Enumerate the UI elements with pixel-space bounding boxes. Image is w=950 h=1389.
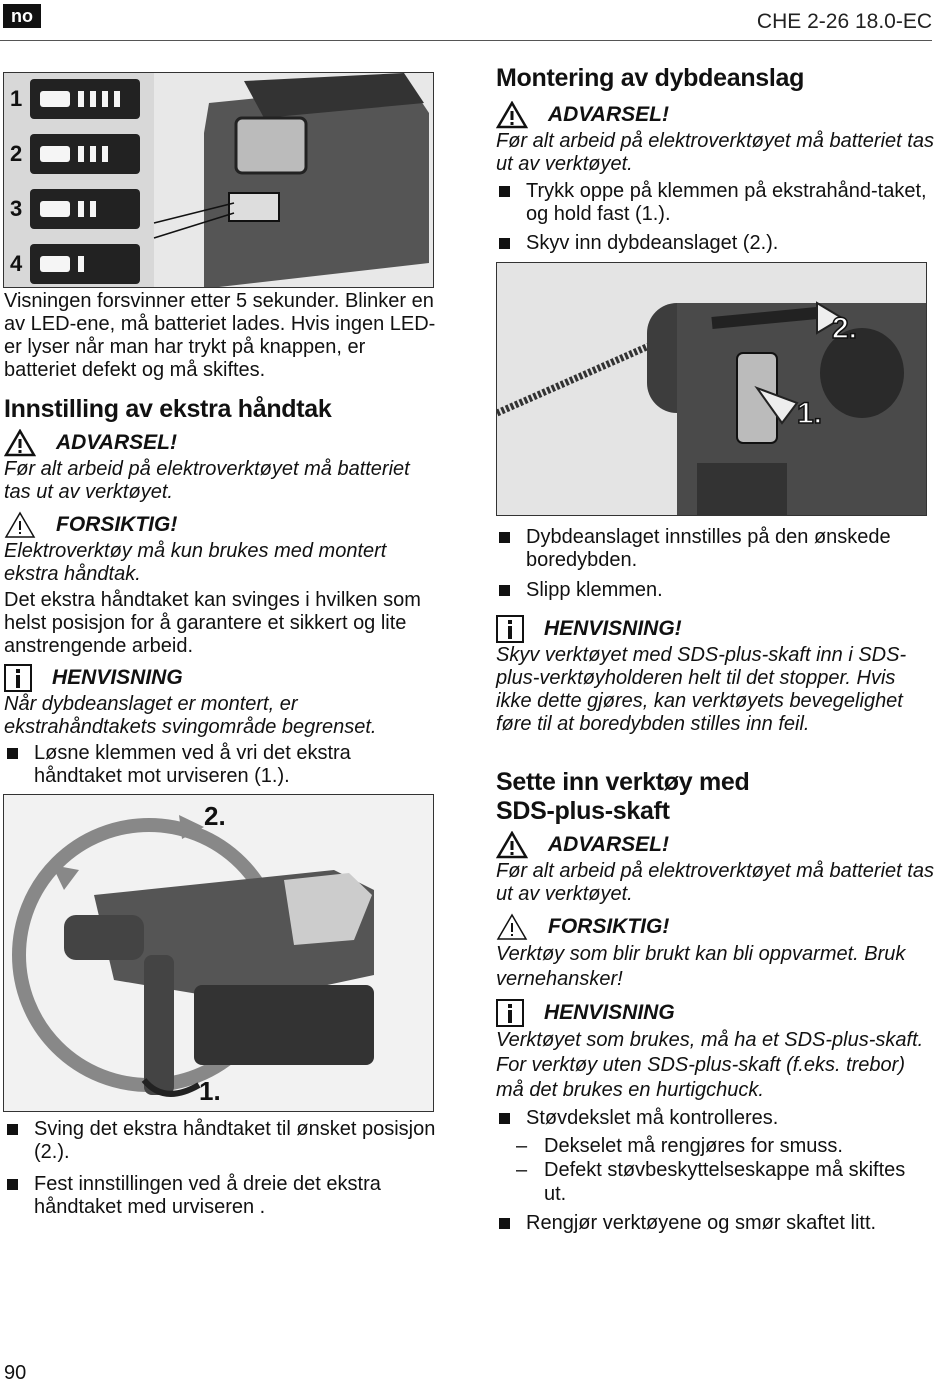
warning-text: Før alt arbeid på elektroverktøyet må ba… xyxy=(4,458,410,503)
handle-paragraph: Det ekstra håndtaket kan svinges i hvilk… xyxy=(4,589,421,657)
warning-icon xyxy=(496,831,528,859)
warning-label: ADVARSEL! xyxy=(548,103,669,126)
caution-label: FORSIKTIG! xyxy=(548,915,670,938)
bullet-marker xyxy=(499,186,510,197)
section-title-sds: Sette inn verktøy med SDS-plus-skaft xyxy=(496,768,750,825)
step-2-label: 2. xyxy=(204,801,226,831)
header-rule xyxy=(0,40,932,41)
warning-text: Før alt arbeid på elektroverktøyet må ba… xyxy=(496,130,934,175)
warning-icon xyxy=(496,101,528,129)
warning-text: Før alt arbeid på elektroverktøyet må ba… xyxy=(496,860,934,905)
note-label: HENVISNING! xyxy=(544,617,682,640)
step-1-label: 1. xyxy=(797,397,822,430)
bullet-marker xyxy=(7,1124,18,1135)
note-text: Skyv verktøyet med SDS-plus-skaft inn i … xyxy=(496,644,907,735)
info-icon xyxy=(4,664,32,692)
bullet-release-clamp: Slipp klemmen. xyxy=(526,579,663,601)
dash-marker: – xyxy=(516,1135,528,1157)
warning-icon xyxy=(4,429,36,457)
bullet-marker xyxy=(499,1218,510,1229)
step-2-label: 2. xyxy=(832,312,857,345)
bullet-marker xyxy=(499,532,510,543)
label-3: 3 xyxy=(10,196,22,221)
display-text: Visningen forsvinner etter 5 sekunder. B… xyxy=(4,290,436,381)
page-number: 90 xyxy=(4,1362,27,1384)
caution-text: Verktøy som blir brukt kan bli oppvarmet… xyxy=(496,943,906,990)
bullet-marker xyxy=(7,1179,18,1190)
depth-stop-figure: 2. 1. xyxy=(496,262,927,516)
caution-label: FORSIKTIG! xyxy=(56,513,178,536)
label-1: 1 xyxy=(10,86,22,111)
note-text: Verktøyet som brukes, må ha et SDS-plus-… xyxy=(496,1029,924,1101)
bullet-check-dust-cap: Støvdekslet må kontrolleres. xyxy=(526,1107,779,1129)
bullet-fix: Fest innstillingen ved å dreie det ekstr… xyxy=(34,1173,381,1218)
bullet-marker xyxy=(499,1113,510,1124)
caution-text: Elektroverktøy må kun brukes med montert… xyxy=(4,540,387,585)
dash-clean: Dekselet må rengjøres for smuss. xyxy=(544,1135,843,1157)
bullet-insert-depth-stop: Skyv inn dybdeanslaget (2.). xyxy=(526,232,779,254)
section-title-handle: Innstilling av ekstra håndtak xyxy=(4,395,332,423)
note-text: Når dybdeanslaget er montert, er ekstrah… xyxy=(4,693,377,738)
info-icon xyxy=(496,615,524,643)
warning-label: ADVARSEL! xyxy=(548,833,669,856)
bullet-swing: Sving det ekstra håndtaket til ønsket po… xyxy=(34,1118,436,1163)
step-1-label: 1. xyxy=(199,1076,221,1106)
note-label: HENVISNING xyxy=(52,666,183,689)
language-tag: no xyxy=(3,4,41,28)
handle-rotation-figure: 2. 1. xyxy=(3,794,434,1112)
caution-icon xyxy=(496,913,528,940)
note-label: HENVISNING xyxy=(544,1001,675,1024)
bullet-marker xyxy=(499,238,510,249)
label-4: 4 xyxy=(10,251,23,276)
info-icon xyxy=(496,999,524,1027)
dash-marker: – xyxy=(516,1159,528,1181)
model-number: CHE 2-26 18.0-EC xyxy=(756,10,932,33)
warning-label: ADVARSEL! xyxy=(56,431,177,454)
section-title-depth-stop: Montering av dybdeanslag xyxy=(496,64,805,92)
bullet-set-depth: Dybdeanslaget innstilles på den ønskede … xyxy=(526,526,891,571)
battery-indicator-figure: 1 2 3 4 xyxy=(3,72,434,288)
bullet-press-clamp: Trykk oppe på klemmen på ekstrahånd-take… xyxy=(526,180,927,225)
bullet-marker xyxy=(7,748,18,759)
caution-icon xyxy=(4,511,36,538)
bullet-loosen: Løsne klemmen ved å vri det ekstra håndt… xyxy=(34,742,351,787)
bullet-marker xyxy=(499,585,510,596)
dash-replace: Defekt støvbeskyttelseskappe må skiftes … xyxy=(544,1159,906,1205)
label-2: 2 xyxy=(10,141,22,166)
bullet-clean-tools: Rengjør verktøyene og smør skaftet litt. xyxy=(526,1212,877,1234)
